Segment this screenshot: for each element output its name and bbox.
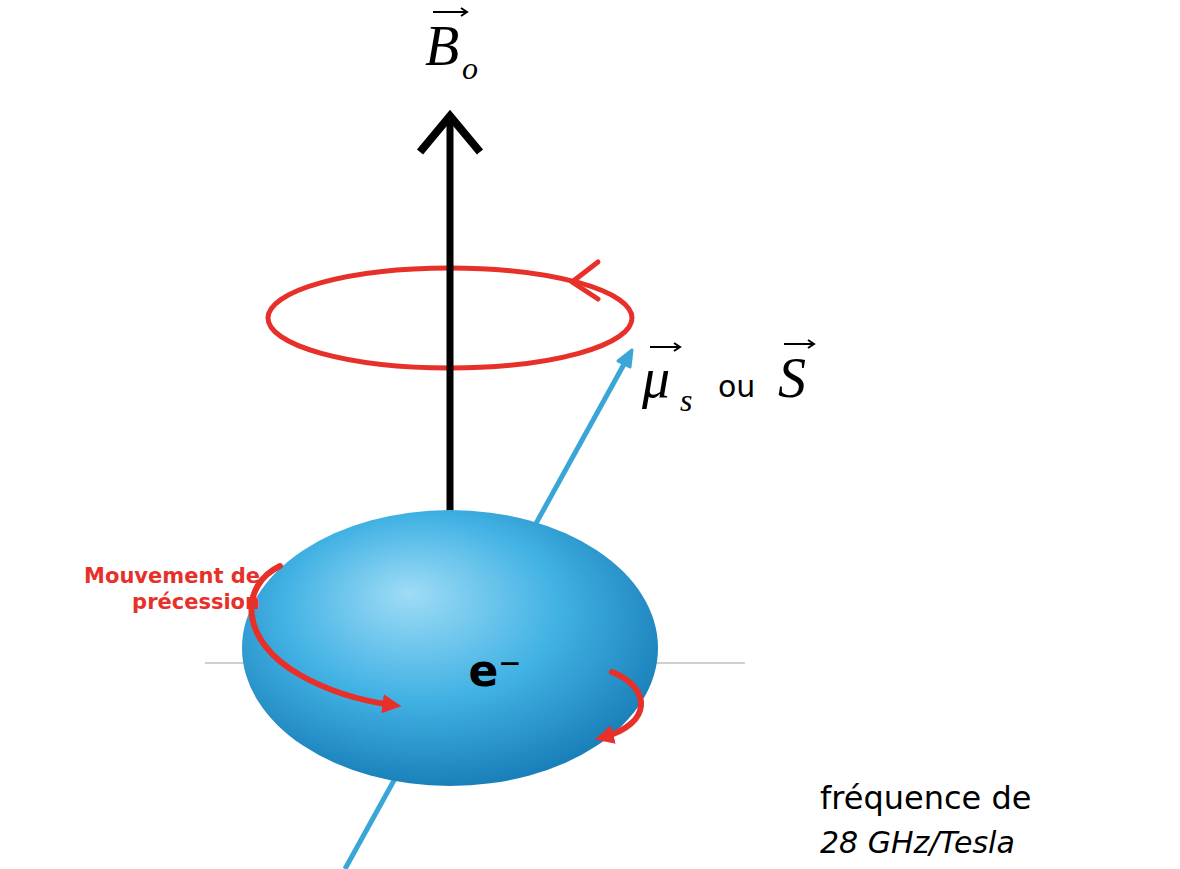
label-holder: B [425, 18, 459, 74]
vector-accent [433, 11, 467, 13]
field-vector [447, 118, 454, 515]
precession-orbit [268, 268, 632, 368]
vector-accent-head [808, 340, 814, 348]
guide-line [205, 662, 245, 664]
vector-accent-head [461, 8, 467, 16]
frequency-label: fréquence de [820, 782, 1031, 814]
frequency-value: 28 GHz/Tesla [820, 828, 1015, 858]
spin-symbol: S [778, 350, 806, 406]
particle-label: e⁻ [468, 645, 521, 696]
field-subscript: o [462, 52, 478, 84]
vector-accent [650, 346, 680, 348]
guide-line [655, 662, 745, 664]
electron-sphere: e⁻ [240, 508, 660, 788]
precession-arrow [604, 672, 641, 737]
label-holder: s [680, 384, 692, 416]
label-holder: μ [642, 350, 670, 406]
label-holder: 28 GHz/Tesla [820, 828, 1015, 858]
vector-accent-head [674, 343, 680, 351]
precession-label: Mouvement de précession [15, 563, 260, 616]
field-arrowhead [420, 116, 480, 152]
vector-accent [784, 343, 814, 345]
vector-accents [433, 8, 814, 351]
label-holder: Mouvement de précession [15, 563, 260, 616]
moment-subscript: s [680, 384, 692, 416]
conjunction: ou [718, 372, 755, 402]
precession-arrow [251, 566, 392, 705]
moment-symbol: μ [642, 350, 670, 406]
label-holder: fréquence de [820, 782, 1031, 814]
orbit-arrowhead [572, 262, 598, 299]
label-holder: ou [718, 372, 755, 402]
field-symbol: B [425, 18, 459, 74]
sphere-body [242, 510, 658, 786]
spin-arrowhead [618, 350, 632, 367]
label-holder: o [462, 52, 478, 84]
sphere-outline [240, 508, 660, 788]
label-holder: S [778, 350, 806, 406]
